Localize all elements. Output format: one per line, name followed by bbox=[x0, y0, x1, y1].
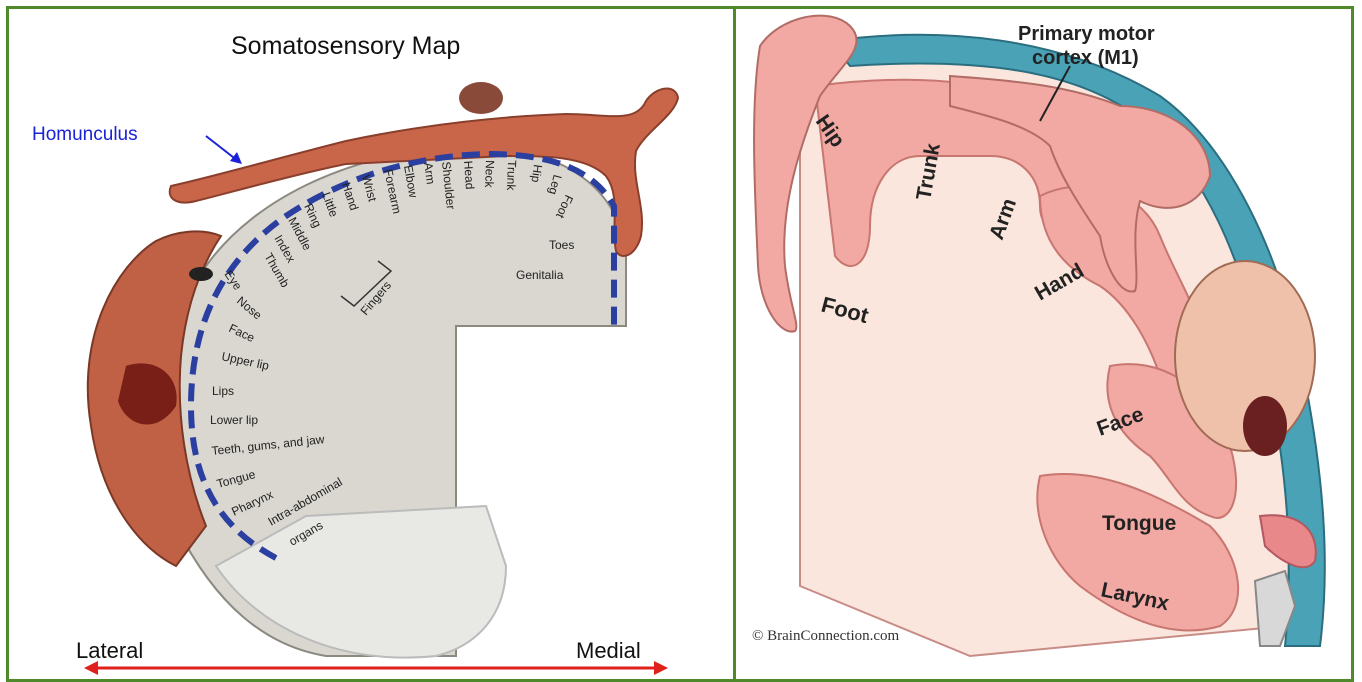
label-hip: Hip bbox=[528, 164, 544, 184]
motor-cortex-panel: Primary motor cortex (M1) Hip Trunk Arm … bbox=[740, 6, 1354, 676]
label-genitalia: Genitalia bbox=[516, 268, 564, 282]
label-toes: Toes bbox=[549, 238, 574, 252]
label-trunk: Trunk bbox=[504, 160, 519, 192]
medial-arrowhead bbox=[654, 661, 668, 675]
homunculus-toe bbox=[459, 82, 503, 114]
label-head: Head bbox=[461, 160, 477, 190]
motor-cortex-figure: Primary motor cortex (M1) Hip Trunk Arm … bbox=[740, 6, 1354, 676]
lateral-label: Lateral bbox=[76, 638, 143, 664]
label-lips: Lips bbox=[212, 384, 234, 398]
somatosensory-panel: Eye Nose Face Upper lip Lips Lower lip T… bbox=[6, 6, 726, 676]
region-tongue: Tongue bbox=[1102, 512, 1176, 535]
copyright-text: © BrainConnection.com bbox=[752, 628, 899, 645]
face-mouth bbox=[1243, 396, 1287, 456]
homunculus-eye bbox=[189, 267, 213, 281]
panel-divider bbox=[733, 8, 736, 680]
homunculus-pointer-head bbox=[230, 152, 242, 164]
label-neck: Neck bbox=[482, 160, 497, 189]
homunculus-label: Homunculus bbox=[32, 124, 138, 146]
label-lower-lip: Lower lip bbox=[210, 413, 258, 427]
m1-title-line2: cortex (M1) bbox=[1032, 47, 1139, 69]
somatosensory-figure: Eye Nose Face Upper lip Lips Lower lip T… bbox=[6, 6, 726, 676]
medial-label: Medial bbox=[576, 638, 641, 664]
somatosensory-title: Somatosensory Map bbox=[231, 32, 460, 61]
m1-title-line1: Primary motor bbox=[1018, 23, 1155, 45]
